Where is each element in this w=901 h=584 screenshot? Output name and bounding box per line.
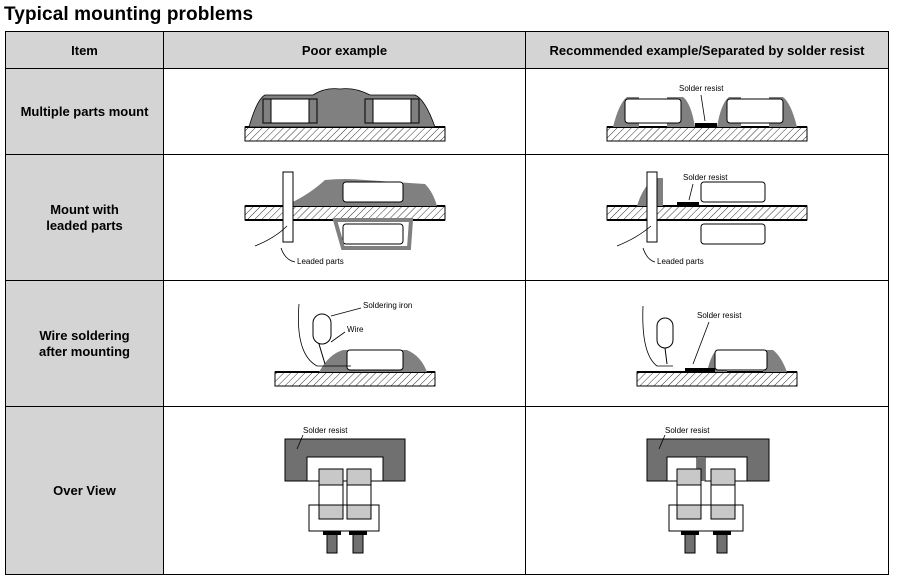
table-row: Over View Solder resist: [5, 406, 889, 575]
multiple-parts-poor-diagram: [244, 87, 445, 141]
header-recommended-example: Recommended example/Separated by solder …: [525, 31, 889, 69]
recommended-figure-leaded-parts: Solder resist Leaded parts: [525, 154, 889, 281]
table-row: Multiple parts mount: [5, 68, 889, 155]
label-leaded-parts: Leaded parts: [657, 257, 704, 266]
label-solder-resist: Solder resist: [679, 84, 724, 93]
poor-figure-wire-soldering: Soldering iron Wire: [163, 280, 526, 407]
label-leaded-parts: Leaded parts: [297, 257, 344, 266]
wire-soldering-poor-diagram: Soldering iron Wire: [274, 301, 435, 386]
poor-figure-leaded-parts: Leaded parts: [163, 154, 526, 281]
leaded-parts-recommended-diagram: Solder resist Leaded parts: [606, 171, 808, 266]
page-title: Typical mounting problems: [4, 4, 254, 25]
recommended-figure-multiple-parts: Solder resist: [525, 68, 889, 155]
poor-figure-multiple-parts: [163, 68, 526, 155]
leaded-parts-poor-diagram: Leaded parts: [244, 171, 445, 266]
label-soldering-iron: Soldering iron: [363, 301, 412, 310]
multiple-parts-recommended-diagram: Solder resist: [606, 84, 808, 141]
label-solder-resist: Solder resist: [683, 173, 728, 182]
item-over-view: Over View: [5, 406, 164, 575]
label-wire: Wire: [347, 325, 364, 334]
poor-figure-over-view: Solder resist: [163, 406, 526, 575]
mounting-problems-table: Item Poor example Recommended example/Se…: [5, 31, 889, 575]
header-poor-example: Poor example: [163, 31, 526, 69]
label-solder-resist: Solder resist: [665, 426, 710, 435]
wire-soldering-recommended-diagram: Solder resist: [636, 305, 798, 386]
over-view-recommended-diagram: Solder resist: [646, 426, 770, 553]
header-row: Item Poor example Recommended example/Se…: [5, 31, 889, 69]
recommended-figure-over-view: Solder resist: [525, 406, 889, 575]
recommended-figure-wire-soldering: Solder resist: [525, 280, 889, 407]
label-solder-resist: Solder resist: [303, 426, 348, 435]
item-multiple-parts-mount: Multiple parts mount: [5, 68, 164, 155]
header-item: Item: [5, 31, 164, 69]
label-solder-resist: Solder resist: [697, 311, 742, 320]
over-view-poor-diagram: Solder resist: [284, 426, 405, 553]
